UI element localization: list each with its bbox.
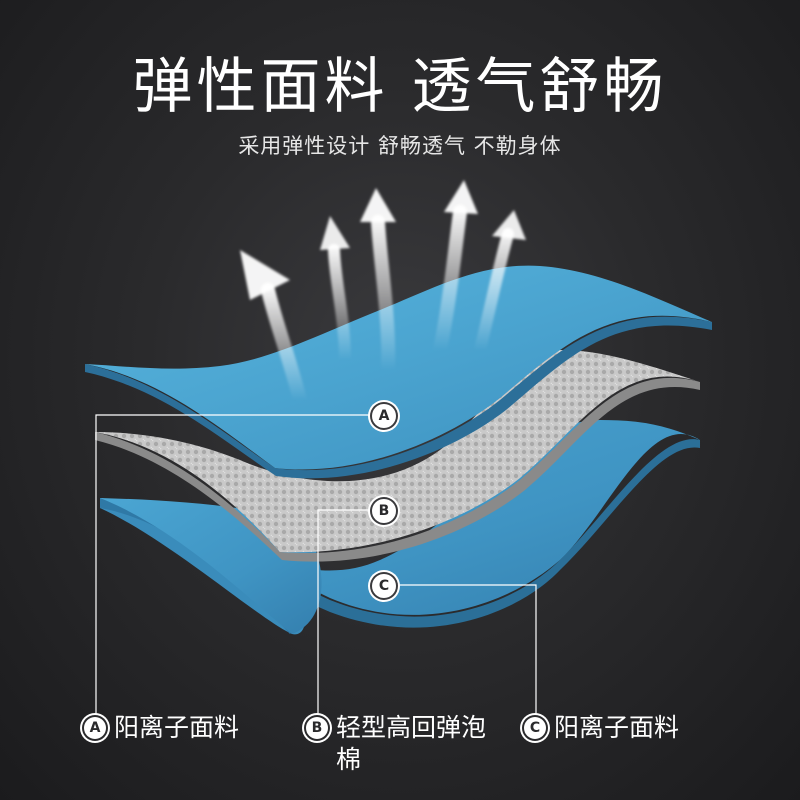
leader-line-a [95, 414, 372, 716]
airflow-arrows [240, 180, 526, 407]
legend-label-c: 阳离子面料 [554, 713, 680, 742]
legend-item-c: C 阳离子面料 [520, 712, 679, 744]
upward-arrow-icon [433, 180, 478, 357]
leader-lines [95, 414, 537, 716]
upward-arrow-icon [320, 216, 351, 366]
page-subtitle: 采用弹性设计 舒畅透气 不勒身体 [238, 134, 562, 158]
leader-line-b [317, 509, 372, 716]
circle-letter-icon: B [306, 717, 328, 739]
upward-arrow-icon [360, 188, 396, 377]
legend-item-b: B 轻型高回弹泡棉 [302, 712, 486, 776]
upward-arrow-icon [240, 250, 307, 407]
legend-item-a: A 阳离子面料 [80, 712, 239, 744]
upward-arrow-icon [474, 210, 526, 356]
circle-letter-icon: C [524, 717, 546, 739]
layer-a-fabric [85, 265, 712, 479]
circle-letter-icon: A [84, 717, 106, 739]
marker-a-icon: A [372, 404, 396, 428]
page-title: 弹性面料 透气舒畅 [132, 52, 668, 122]
marker-b-icon: B [372, 499, 396, 523]
marker-c-icon: C [372, 574, 396, 598]
leader-line-c [396, 584, 537, 716]
layer-b-foam [95, 350, 700, 562]
legend-label-a: 阳离子面料 [114, 713, 240, 742]
legend-label-b: 轻型高回弹泡棉 [336, 713, 487, 774]
